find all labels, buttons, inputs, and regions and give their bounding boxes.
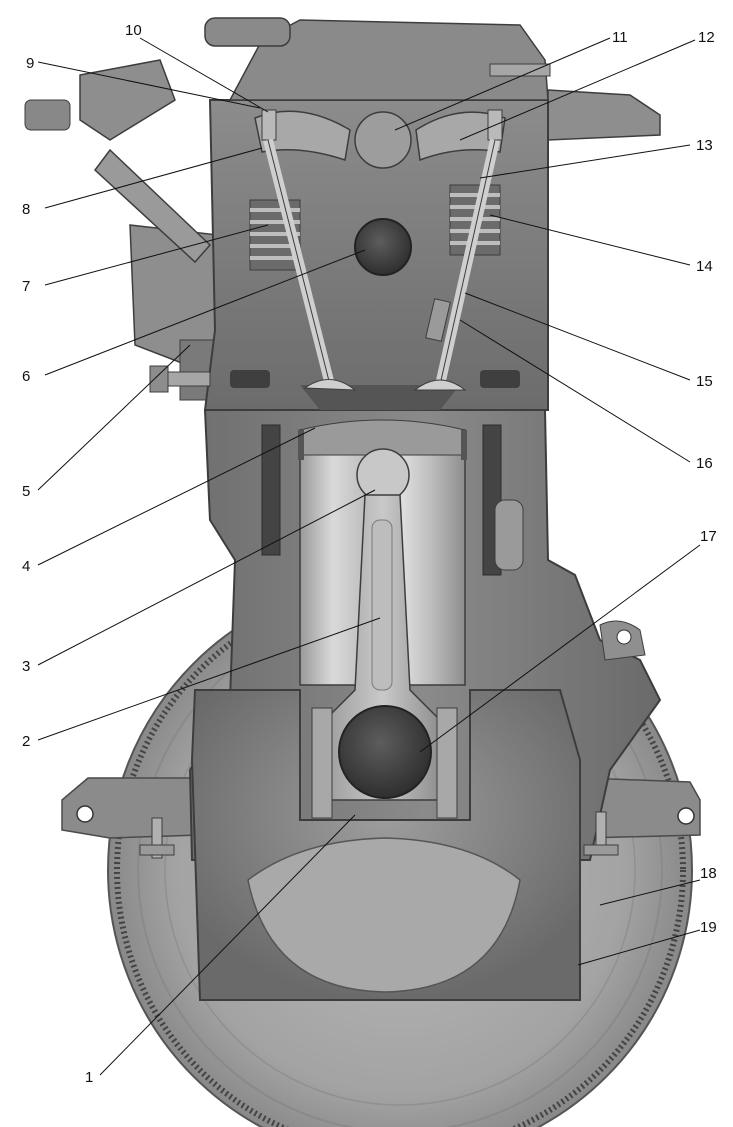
exhaust-manifold [547,89,661,141]
left-mounting-lug [61,777,206,839]
callout-labels: 1 2 3 4 5 6 7 8 9 10 11 12 13 14 15 16 1… [22,22,717,1086]
rocker-arm-right [415,111,506,162]
callout-12: 12 [698,29,715,46]
callout-2: 2 [22,733,30,750]
rocker-shaft [354,111,412,169]
callout-19: 19 [700,919,717,936]
callout-13: 13 [696,137,713,154]
exhaust-valve [413,138,500,391]
camshaft [354,218,412,276]
intake-valve [263,138,357,391]
crankpin-journal [338,705,432,799]
valve-guide [425,298,451,342]
rocker-arm-left [254,110,351,161]
callout-3: 3 [22,658,30,675]
callout-4: 4 [22,558,30,575]
head-stud-bolt [149,365,211,393]
sump-bolt-right [583,811,619,856]
callout-9: 9 [26,55,34,72]
gudgeon-pin [356,448,410,502]
crankshaft-counterweight [247,837,521,993]
callout-18: 18 [700,865,717,882]
cam-cover-stud [489,63,551,77]
callout-10: 10 [125,22,142,39]
callout-11: 11 [612,29,628,46]
fuel-injector [24,59,212,264]
callout-16: 16 [696,455,713,472]
callout-1: 1 [85,1069,93,1086]
callout-5: 5 [22,483,30,500]
sump-bolt-left [139,817,175,859]
callout-8: 8 [22,201,30,218]
callout-15: 15 [696,373,713,390]
callout-14: 14 [696,258,713,275]
callout-7: 7 [22,278,30,295]
adjusting-screw-left [261,109,277,141]
callout-17: 17 [700,528,717,545]
callout-6: 6 [22,368,30,385]
